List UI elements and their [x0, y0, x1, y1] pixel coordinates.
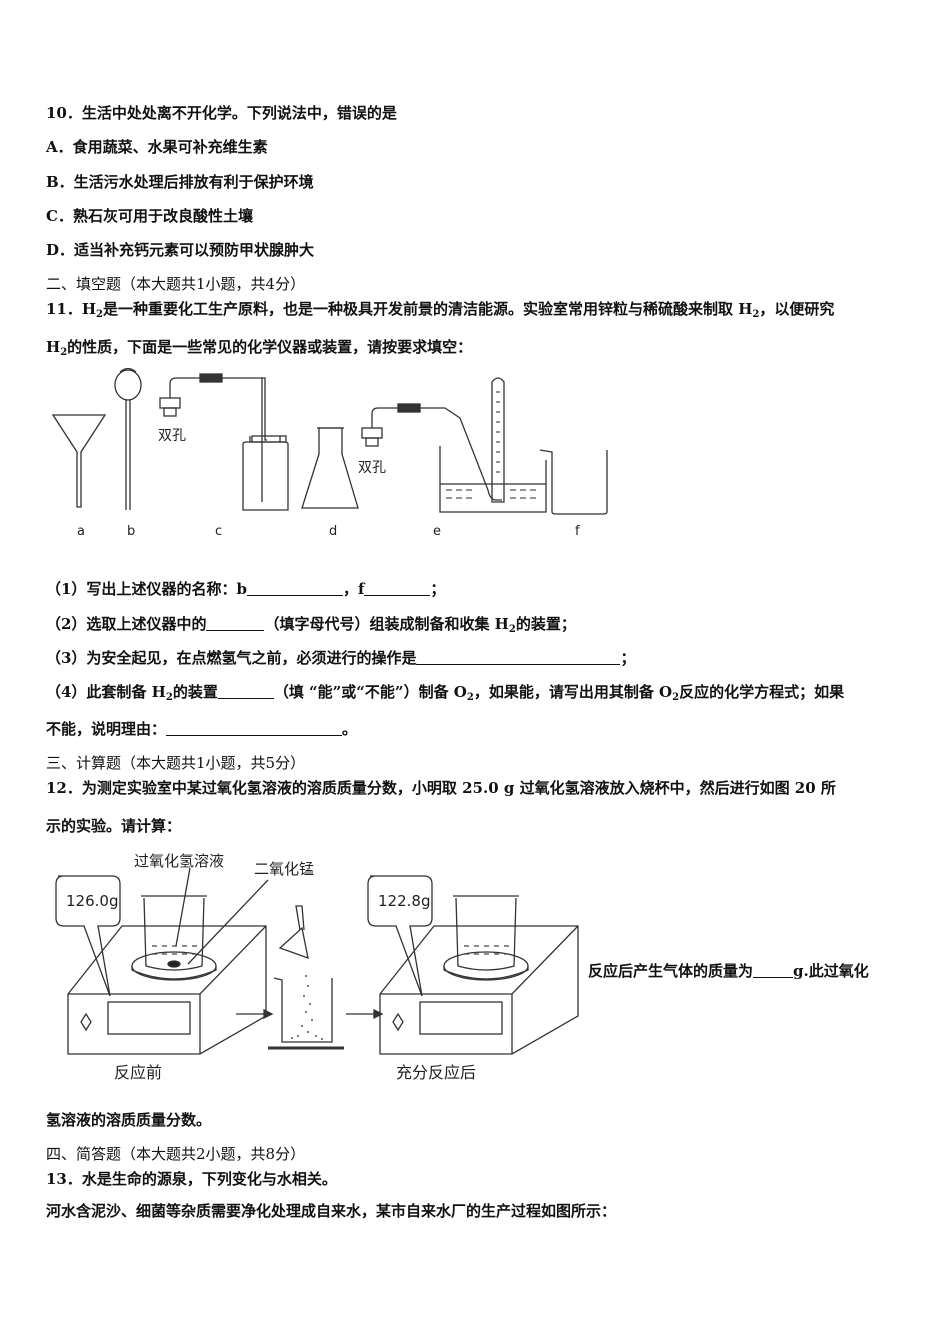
water-trough-apparatus-icon: [361, 377, 547, 513]
stopper-label-e: 双孔: [358, 460, 386, 476]
balance-reading-after: 122.8g: [378, 892, 430, 910]
q10-stem: 10．生活中处处离不开化学。下列说法中，错误的是: [46, 104, 397, 122]
balance-before-icon: [67, 895, 267, 1055]
section-heading-fill-in: 二、填空题（本大题共1小题，共4分）: [46, 275, 306, 293]
answer-blank-reason[interactable]: [166, 721, 343, 736]
balance-reading-before: 126.0g: [66, 892, 118, 910]
label-a: a: [77, 524, 85, 539]
q12-line-1: 12．为测定实验室中某过氧化氢溶液的溶质质量分数，小明取 25.0 g 过氧化氢…: [46, 779, 836, 797]
q11-part-4-cont: 不能，说明理由：。: [46, 720, 358, 738]
answer-blank-apparatus[interactable]: [206, 616, 265, 631]
answer-blank-can-or-not[interactable]: [217, 684, 274, 699]
beaker-icon: [539, 449, 608, 515]
answer-blank-gas-mass[interactable]: [753, 963, 794, 978]
conical-flask-icon: [301, 427, 359, 509]
label-hydrogen-peroxide: 过氧化氢溶液: [134, 852, 224, 870]
stopper-tube-and-bottle-icon: [159, 373, 289, 511]
label-c: c: [215, 524, 222, 539]
balance-experiment-figure: 126.0g 122.8g 过氧化氢溶液 二氧化锰 反应前 充分反应后: [55, 852, 579, 1082]
q11-line-1: 11．H2是一种重要化工生产原料，也是一种极具开发前景的清洁能源。实验室常用锌粒…: [46, 300, 835, 320]
q12-line-3: 氢溶液的溶质质量分数。: [46, 1111, 212, 1129]
label-e: e: [433, 524, 441, 539]
q13-line-1: 13．水是生命的源泉，下列变化与水相关。: [46, 1170, 337, 1188]
q11-part-3: （3）为安全起见，在点燃氢气之前，必须进行的操作是；: [46, 649, 636, 667]
section-heading-short-answer: 四、简答题（本大题共2小题，共8分）: [46, 1145, 306, 1163]
q12-line-2: 示的实验。请计算：: [46, 817, 182, 835]
label-f: f: [575, 524, 580, 539]
stopper-label-c: 双孔: [158, 428, 186, 444]
funnel-icon: [51, 414, 107, 508]
q11-part-2: （2）选取上述仪器中的（填字母代号）组装成制备和收集 H2的装置；: [46, 615, 576, 635]
label-manganese-dioxide: 二氧化锰: [254, 860, 314, 878]
caption-after: 充分反应后: [396, 1063, 476, 1082]
q11-part-4: （4）此套制备 H2的装置（填 “能”或“不能”）制备 O2，如果能，请写出用其…: [46, 683, 845, 703]
section-heading-calculation: 三、计算题（本大题共1小题，共5分）: [46, 754, 306, 772]
q10-option-b: B．生活污水处理后排放有利于保护环境: [46, 173, 314, 191]
apparatus-figure: 双孔 双孔 a b c d e f: [51, 367, 608, 539]
q11-part-1: （1）写出上述仪器的名称：b，f；: [46, 580, 446, 598]
caption-before: 反应前: [114, 1063, 162, 1082]
balance-after-icon: [379, 895, 579, 1055]
answer-blank-f[interactable]: [364, 581, 431, 596]
q10-option-d: D．适当补充钙元素可以预防甲状腺肿大: [46, 241, 315, 259]
answer-blank-b[interactable]: [246, 581, 343, 596]
answer-blank-safety[interactable]: [416, 650, 621, 665]
q10-option-a: A．食用蔬菜、水果可补充维生素: [46, 138, 268, 156]
label-d: d: [329, 524, 337, 539]
q11-line-2: H2的性质，下面是一些常见的化学仪器或装置，请按要求填空：: [46, 338, 473, 358]
catalyst-addition-icon: [268, 905, 344, 1050]
q13-line-2: 河水含泥沙、细菌等杂质需要净化处理成自来水，某市自来水厂的生产过程如图所示：: [46, 1202, 617, 1220]
q10-option-c: C．熟石灰可用于改良酸性土壤: [46, 207, 253, 225]
thistle-funnel-icon: [114, 367, 142, 510]
label-b: b: [127, 524, 135, 539]
